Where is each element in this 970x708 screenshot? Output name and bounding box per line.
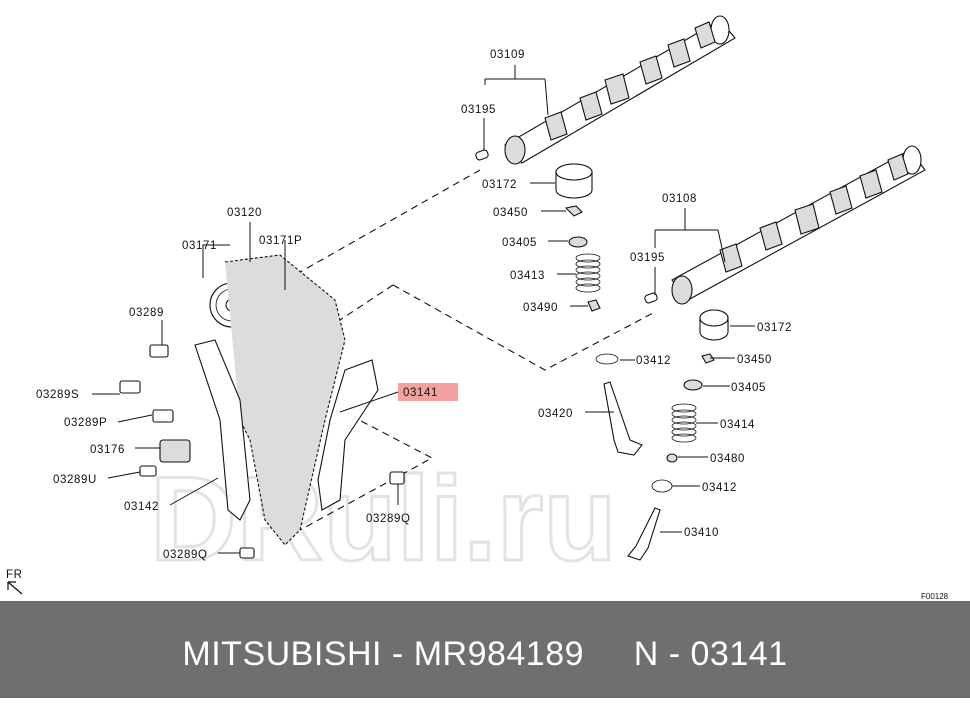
label-03109: 03109 — [490, 49, 525, 61]
label-03289s: 03289S — [36, 389, 79, 401]
valve-train-lower — [595, 309, 729, 561]
label-03413: 03413 — [510, 270, 545, 282]
label-03108: 03108 — [662, 193, 697, 205]
label-03141-selected: 03141 — [403, 387, 438, 399]
label-03412-lower: 03412 — [702, 482, 737, 494]
assembly-dashed-lines — [294, 169, 656, 531]
label-03172-lower: 03172 — [757, 322, 792, 334]
part-labels: 03109 03195 03172 03450 03405 03413 0349… — [36, 49, 792, 561]
label-03171p: 03171P — [259, 235, 302, 247]
label-03120: 03120 — [227, 207, 262, 219]
figure-code: F00128 — [921, 592, 949, 601]
timing-chain-diagram: DRuli.ru — [6, 15, 949, 601]
leader-lines — [92, 65, 755, 554]
label-03490: 03490 — [523, 302, 558, 314]
front-direction-indicator: FR — [6, 569, 23, 595]
label-03420: 03420 — [538, 408, 573, 420]
label-03176: 03176 — [90, 444, 125, 456]
label-03405-lower: 03405 — [731, 382, 766, 394]
label-03414: 03414 — [720, 419, 755, 431]
label-03171: 03171 — [182, 240, 217, 252]
label-03195-upper: 03195 — [461, 104, 496, 116]
camshaft-lower — [644, 145, 926, 305]
label-03405-upper: 03405 — [502, 237, 537, 249]
selected-part-highlight — [398, 383, 458, 401]
label-03142: 03142 — [124, 501, 159, 513]
label-03450-upper: 03450 — [493, 207, 528, 219]
label-03289p: 03289P — [64, 417, 107, 429]
label-03450-lower: 03450 — [737, 354, 772, 366]
direction-arrow-icon — [7, 581, 23, 595]
label-03289q-right: 03289Q — [366, 513, 411, 525]
label-03289: 03289 — [129, 307, 164, 319]
label-03289q-left: 03289Q — [163, 549, 208, 561]
part-number-footer: MITSUBISHI - MR984189 N - 03141 — [0, 601, 970, 698]
label-03172-upper: 03172 — [482, 179, 517, 191]
timing-chain-assembly — [119, 254, 405, 559]
camshaft-upper — [475, 15, 736, 165]
label-03480: 03480 — [710, 453, 745, 465]
label-03410: 03410 — [684, 527, 719, 539]
valve-train-upper — [555, 163, 601, 312]
direction-label: FR — [6, 569, 23, 581]
label-03289u: 03289U — [53, 474, 97, 486]
label-03195-lower: 03195 — [630, 252, 665, 264]
footer-text: MITSUBISHI - MR984189 N - 03141 — [182, 635, 788, 673]
label-03412-upper: 03412 — [636, 355, 671, 367]
